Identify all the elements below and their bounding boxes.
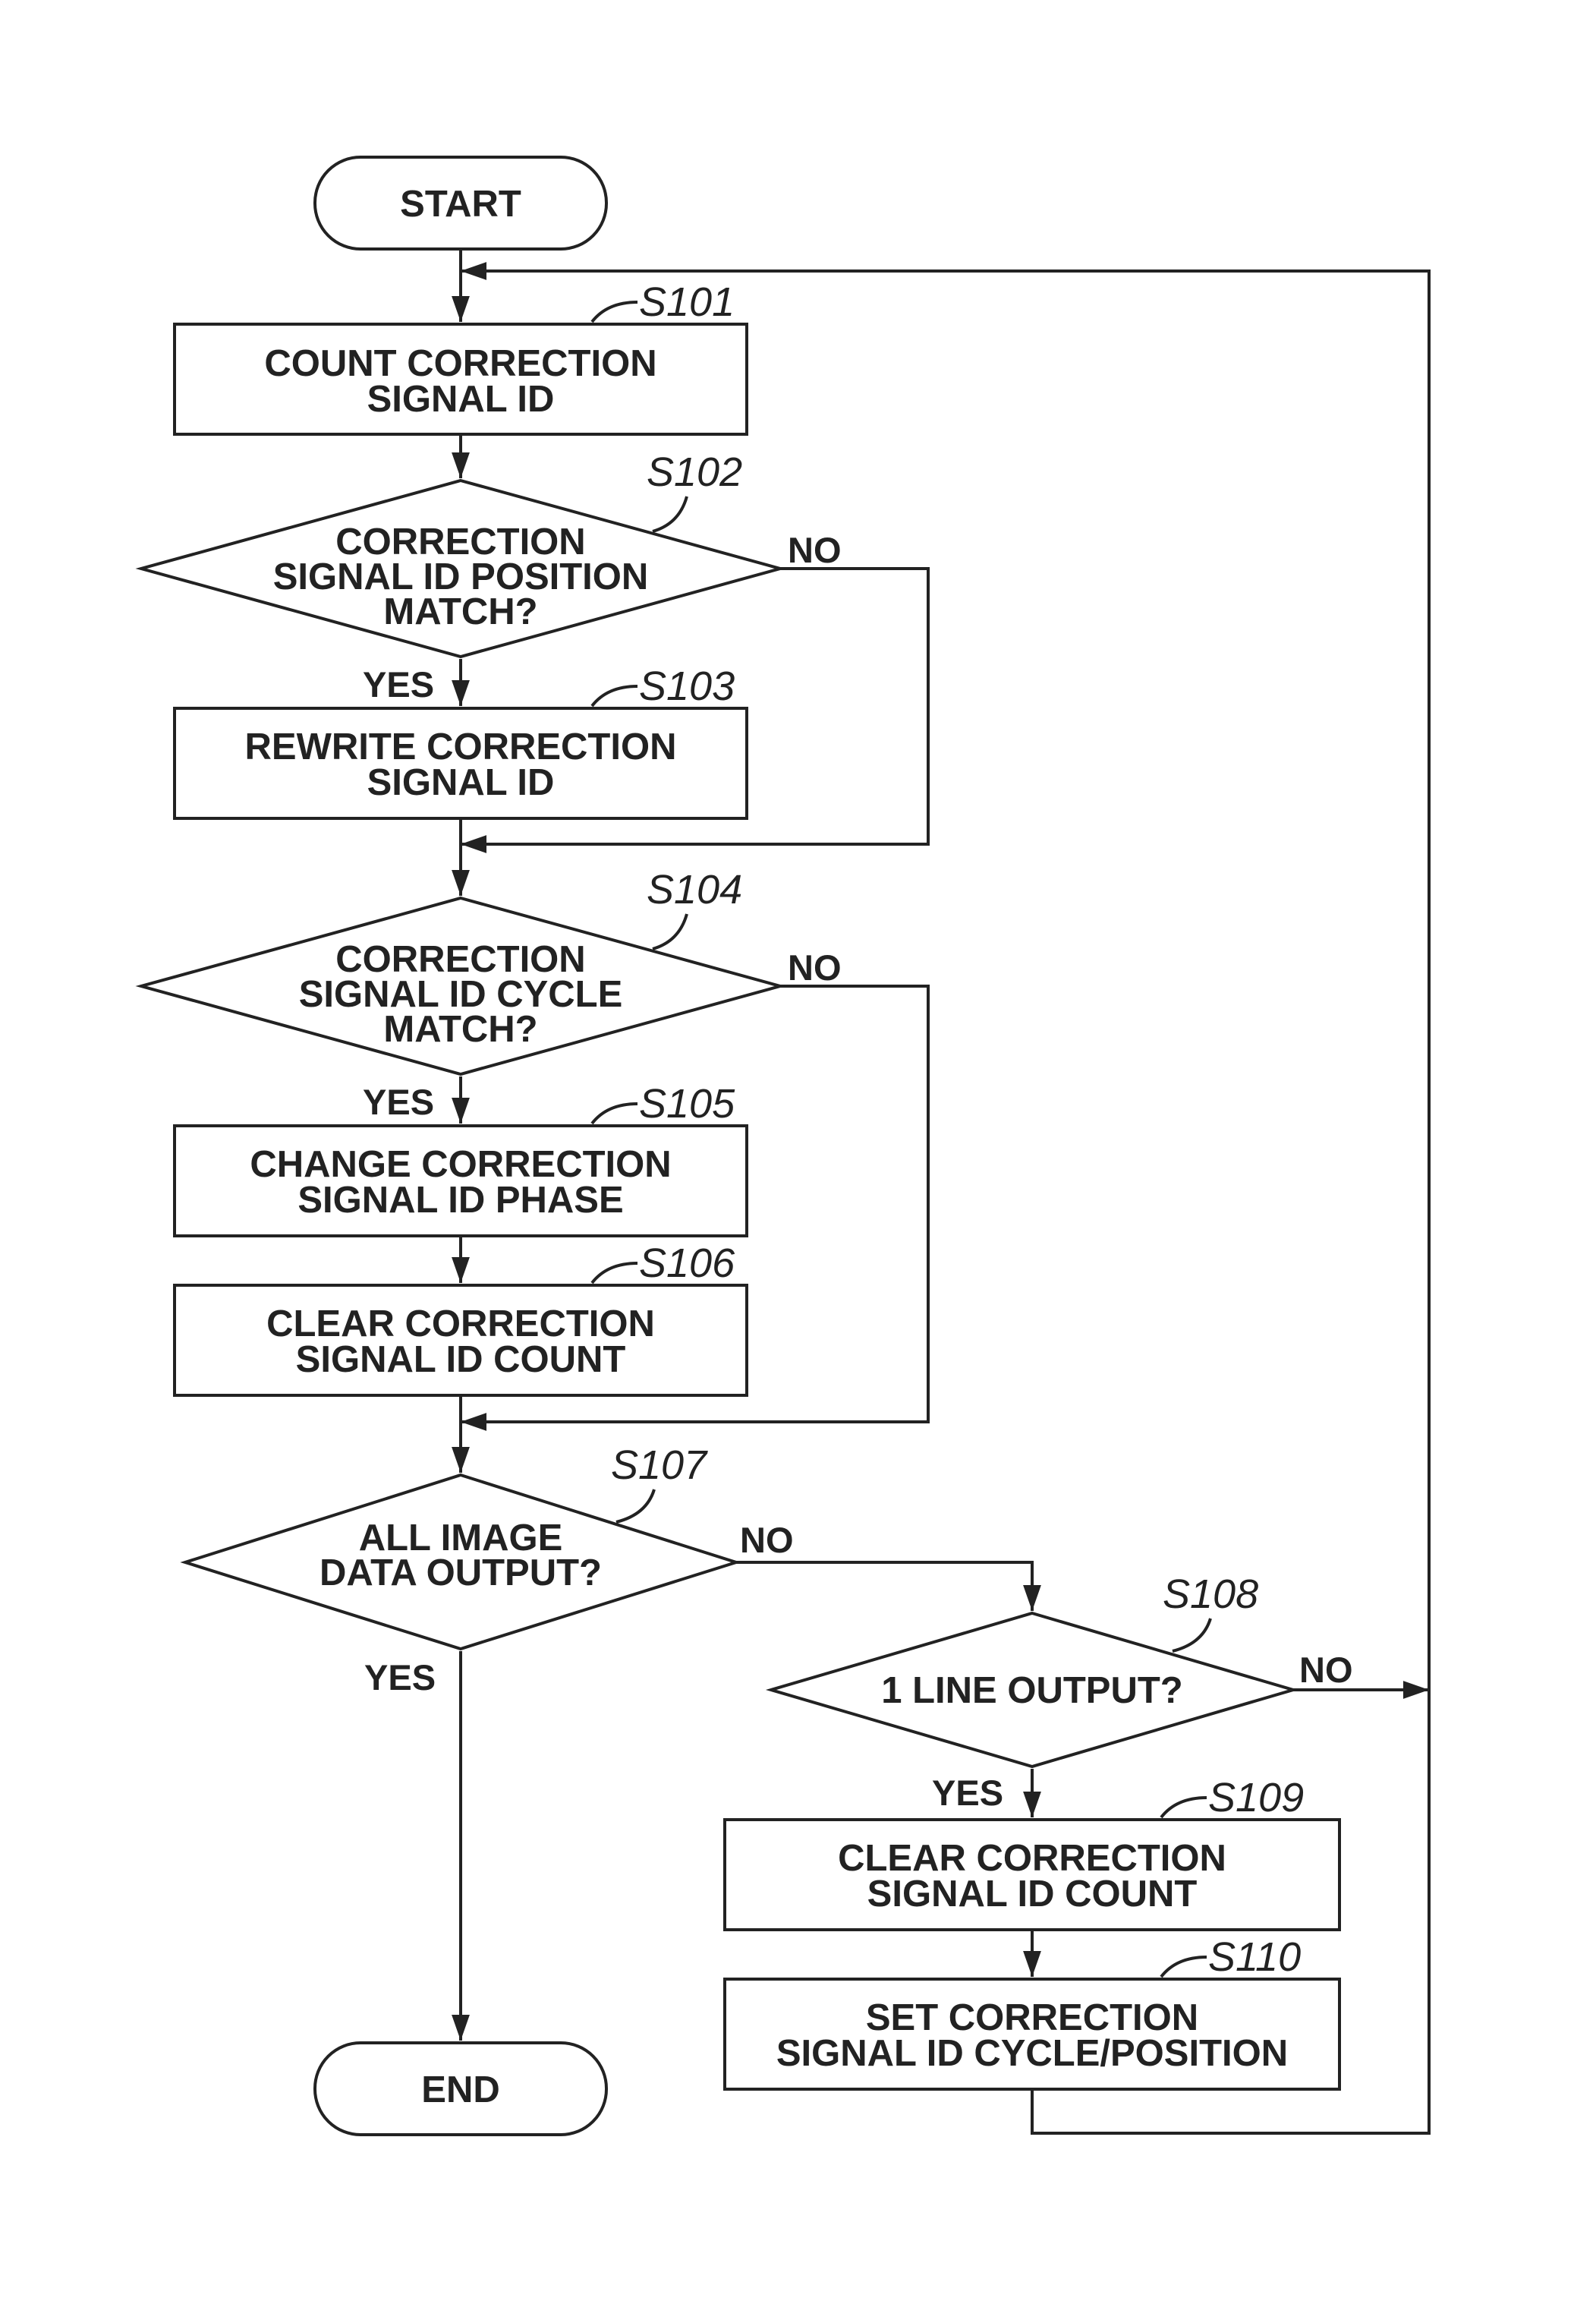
s102-yes-label: YES — [363, 664, 434, 704]
s110-step: S110 — [1208, 1934, 1301, 1980]
start-label: START — [400, 184, 521, 225]
s102-step: S102 — [647, 449, 742, 495]
s101-line-1: COUNT CORRECTION — [264, 343, 656, 384]
s102-line-3: MATCH? — [383, 591, 537, 632]
s104-line-3: MATCH? — [383, 1009, 537, 1050]
s107-no-label: NO — [740, 1520, 794, 1560]
s105-step: S105 — [639, 1081, 735, 1127]
s101-step: S101 — [639, 279, 735, 325]
s101-line-2: SIGNAL ID — [367, 379, 555, 420]
s107-line-2: DATA OUTPUT? — [320, 1552, 602, 1593]
edge-s107-s108 — [736, 1562, 1032, 1611]
s105-line-2: SIGNAL ID PHASE — [297, 1180, 623, 1221]
s106-step: S106 — [639, 1240, 735, 1286]
s106-leader — [592, 1263, 637, 1283]
s110-line-2: SIGNAL ID CYCLE/POSITION — [776, 2033, 1288, 2074]
s104-leader — [653, 914, 687, 949]
start-terminal: START — [315, 157, 606, 249]
s103-line-2: SIGNAL ID — [367, 762, 555, 803]
decision-s102: CORRECTION SIGNAL ID POSITION MATCH? S10… — [141, 449, 842, 704]
s108-yes-label: YES — [932, 1773, 1003, 1813]
s102-no-label: NO — [788, 530, 842, 570]
s108-line-1: 1 LINE OUTPUT? — [881, 1670, 1182, 1711]
s102-leader — [653, 496, 687, 531]
s110-line-1: SET CORRECTION — [866, 1997, 1198, 2038]
s107-yes-label: YES — [364, 1657, 436, 1697]
s109-leader — [1161, 1798, 1207, 1817]
s108-step: S108 — [1163, 1571, 1258, 1617]
s107-leader — [616, 1489, 654, 1522]
s103-step: S103 — [639, 663, 735, 709]
s109-step: S109 — [1208, 1775, 1304, 1820]
s105-line-1: CHANGE CORRECTION — [250, 1144, 671, 1185]
s103-leader — [592, 686, 637, 706]
end-label: END — [421, 2069, 499, 2110]
s104-yes-label: YES — [363, 1082, 434, 1122]
decision-s104: CORRECTION SIGNAL ID CYCLE MATCH? S104 Y… — [141, 867, 842, 1122]
s108-leader — [1173, 1618, 1210, 1651]
end-terminal: END — [315, 2043, 606, 2135]
s103-line-1: REWRITE CORRECTION — [245, 727, 677, 767]
s101-leader — [592, 302, 637, 322]
s110-leader — [1161, 1957, 1207, 1977]
s104-step: S104 — [647, 867, 742, 912]
decision-s107: ALL IMAGE DATA OUTPUT? S107 YES NO — [185, 1442, 794, 1697]
s107-step: S107 — [611, 1442, 708, 1488]
s104-no-label: NO — [788, 947, 842, 988]
s109-line-1: CLEAR CORRECTION — [838, 1838, 1226, 1879]
s109-line-2: SIGNAL ID COUNT — [867, 1874, 1198, 1915]
s108-no-label: NO — [1299, 1650, 1353, 1690]
s106-line-2: SIGNAL ID COUNT — [296, 1339, 626, 1380]
s106-line-1: CLEAR CORRECTION — [266, 1303, 655, 1344]
s105-leader — [592, 1104, 637, 1124]
